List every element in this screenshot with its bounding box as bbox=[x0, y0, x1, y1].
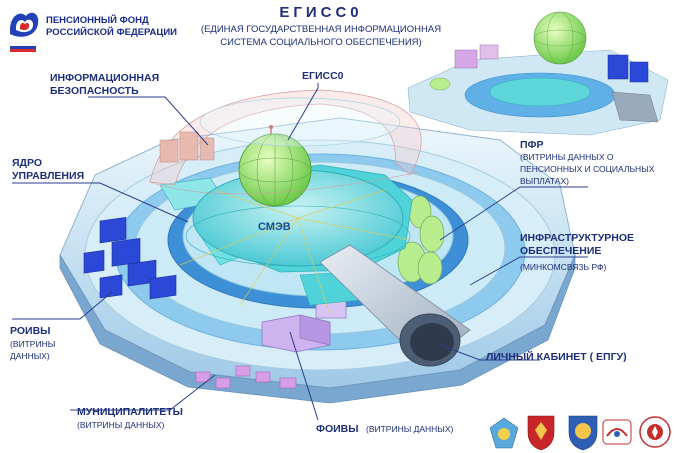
foiv-blocks bbox=[261, 299, 347, 353]
label-smev: СМЭВ bbox=[258, 221, 291, 233]
org-name-line1: ПЕНСИОННЫЙ ФОНД bbox=[46, 15, 149, 26]
emblem-1-icon bbox=[489, 417, 519, 449]
label-core-line2: УПРАВЛЕНИЯ bbox=[12, 170, 85, 182]
label-pfr: ПФР bbox=[520, 139, 544, 151]
label-muni: МУНИЦИПАЛИТЕТЫ bbox=[77, 406, 183, 418]
emblem-2-icon bbox=[527, 415, 555, 451]
label-egisso: ЕГИСС0 bbox=[302, 70, 344, 82]
page-title: ЕГИСС0 bbox=[279, 4, 363, 21]
core-blocks bbox=[159, 131, 215, 163]
label-pfr-sub-line2: ПЕНСИОННЫХ И СОЦИАЛЬНЫХ bbox=[520, 164, 655, 174]
pfr-logo bbox=[10, 12, 39, 37]
municipal-blocks bbox=[195, 365, 297, 389]
emblem-5-icon bbox=[639, 416, 671, 448]
label-muni-sub: (ВИТРИНЫ ДАННЫХ) bbox=[77, 420, 165, 430]
mini-scene bbox=[407, 11, 669, 136]
label-foiv-sub: (ВИТРИНЫ ДАННЫХ) bbox=[366, 424, 454, 434]
emblem-4-icon bbox=[602, 419, 632, 445]
connector-lines bbox=[179, 189, 411, 316]
pfr-cylinders bbox=[397, 195, 445, 285]
label-roiv: РОИВЫ bbox=[10, 325, 51, 337]
page-subtitle-line1: (ЕДИНАЯ ГОСУДАРСТВЕННАЯ ИНФОРМАЦИОННАЯ bbox=[200, 24, 442, 35]
egisso-sphere bbox=[238, 125, 312, 207]
label-infra-line1: ИНФРАСТРУКТУРНОЕ bbox=[520, 232, 634, 244]
label-infosec-line1: ИНФОРМАЦИОННАЯ bbox=[50, 72, 160, 84]
roiv-blocks bbox=[83, 216, 177, 300]
label-pfr-sub-line1: (ВИТРИНЫ ДАННЫХ О bbox=[520, 152, 614, 162]
label-infra-line2: ОБЕСПЕЧЕНИЕ bbox=[520, 245, 602, 257]
page-subtitle-line2: СИСТЕМА СОЦИАЛЬНОГО ОБЕСПЕЧЕНИЯ) bbox=[220, 37, 422, 48]
security-shield bbox=[149, 89, 422, 195]
flag-icon bbox=[9, 42, 37, 52]
lk-tunnel bbox=[319, 244, 471, 367]
label-pfr-sub-line3: ВЫПЛАТАХ) bbox=[520, 176, 569, 186]
label-roiv-sub-line2: ДАННЫХ) bbox=[10, 351, 50, 361]
leader-lines bbox=[12, 83, 588, 421]
label-infra-sub: (МИНКОМСВЯЗЬ РФ) bbox=[520, 262, 607, 272]
label-infosec-line2: БЕЗОПАСНОСТЬ bbox=[50, 85, 139, 97]
label-lk: ЛИЧНЫЙ КАБИНЕТ ( ЕПГУ) bbox=[486, 351, 627, 363]
org-name-line2: РОССИЙСКОЙ ФЕДЕРАЦИИ bbox=[46, 27, 178, 38]
label-foiv: ФОИВЫ bbox=[316, 423, 359, 435]
label-roiv-sub-line1: (ВИТРИНЫ bbox=[10, 339, 56, 349]
label-core-line1: ЯДРО bbox=[12, 157, 43, 169]
emblem-3-icon bbox=[568, 415, 598, 451]
